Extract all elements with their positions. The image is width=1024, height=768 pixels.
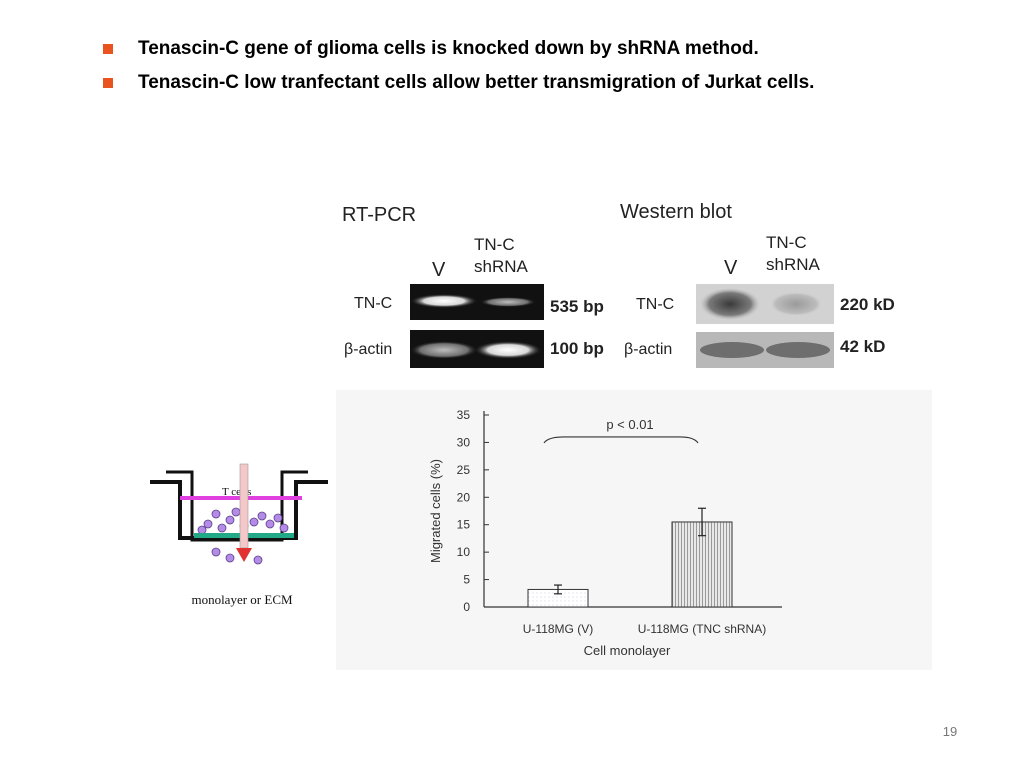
western-band-actin-v <box>700 342 764 358</box>
transwell-caption: monolayer or ECM <box>191 592 293 607</box>
migration-bar-chart: 0 5 10 15 20 25 30 35U-118MG (V) U-118MG (TNC sh… <box>336 390 932 670</box>
rtpcr-size-actin: 100 bp <box>550 339 604 358</box>
rtpcr-band-tnc-shrna <box>480 297 536 307</box>
y-tick-label: 5 <box>463 573 470 587</box>
rtpcr-gel-tnc <box>410 284 544 320</box>
chart-background <box>336 390 932 670</box>
western-size-tnc: 220 kD <box>840 295 895 314</box>
x-category-label: U-118MG (TNC shRNA) <box>638 622 766 636</box>
tcell-cluster <box>197 507 289 535</box>
rtpcr-row-actin-label: β-actin <box>344 341 392 358</box>
bullet-item: Tenascin-C gene of glioma cells is knock… <box>98 36 898 62</box>
western-band-actin-shrna <box>766 342 830 358</box>
migration-arrow-head-icon <box>236 548 252 562</box>
rtpcr-lane-v: V <box>432 259 446 281</box>
western-band-tnc-v <box>700 288 760 320</box>
rtpcr-band-tnc-v <box>410 294 478 308</box>
western-lane-v: V <box>724 257 738 279</box>
bullet-text: Tenascin-C gene of glioma cells is knock… <box>138 38 759 59</box>
y-tick-label: 20 <box>457 490 471 504</box>
western-row-tnc-label: TN-C <box>636 296 674 313</box>
bullet-item: Tenascin-C low tranfectant cells allow b… <box>98 70 898 96</box>
bullet-text: Tenascin-C low tranfectant cells allow b… <box>138 72 815 93</box>
y-tick-label: 25 <box>457 463 471 477</box>
western-size-actin: 42 kD <box>840 337 885 356</box>
migrated-tcells <box>211 547 263 565</box>
page-number: 19 <box>942 724 958 739</box>
rtpcr-lane-shrna-line1: TN-C <box>474 235 515 254</box>
y-tick-label: 15 <box>457 518 471 532</box>
y-tick-label: 35 <box>457 408 471 422</box>
rtpcr-row-tnc-label: TN-C <box>354 295 392 312</box>
bullet-square-icon <box>103 78 113 88</box>
rtpcr-band-actin-shrna <box>474 341 542 359</box>
bullet-square-icon <box>103 44 113 54</box>
western-blot-actin <box>696 332 834 368</box>
western-lane-shrna-line2: shRNA <box>766 255 821 274</box>
y-tick-label: 30 <box>457 435 471 449</box>
x-category-label: U-118MG (V) <box>523 622 593 636</box>
rtpcr-title: RT-PCR <box>342 204 416 226</box>
western-title: Western blot <box>620 201 732 223</box>
rtpcr-lane-shrna-line2: shRNA <box>474 257 529 276</box>
y-tick-label: 0 <box>463 600 470 614</box>
y-axis-title: Migrated cells (%) <box>428 459 443 563</box>
rtpcr-size-tnc: 535 bp <box>550 297 604 316</box>
rtpcr-band-actin-v <box>410 341 478 359</box>
transwell-insert <box>166 470 308 542</box>
x-axis-title: Cell monolayer <box>584 643 671 658</box>
bullet-list: Tenascin-C gene of glioma cells is knock… <box>98 36 898 104</box>
significance-label: p < 0.01 <box>606 417 653 432</box>
transwell-diagram: T cells monolayer or ECM <box>150 463 328 607</box>
figure-panel: RT-PCR V TN-C shRNA TN-C β-actin 535 bp … <box>336 176 932 670</box>
rtpcr-gel-actin <box>410 330 544 368</box>
western-row-actin-label: β-actin <box>624 341 672 358</box>
y-tick-label: 10 <box>457 545 471 559</box>
western-lane-shrna-line1: TN-C <box>766 233 807 252</box>
significance-bracket <box>543 436 699 444</box>
western-blot-tnc <box>696 284 834 324</box>
western-band-tnc-shrna <box>770 292 822 316</box>
migration-arrow <box>239 463 249 549</box>
